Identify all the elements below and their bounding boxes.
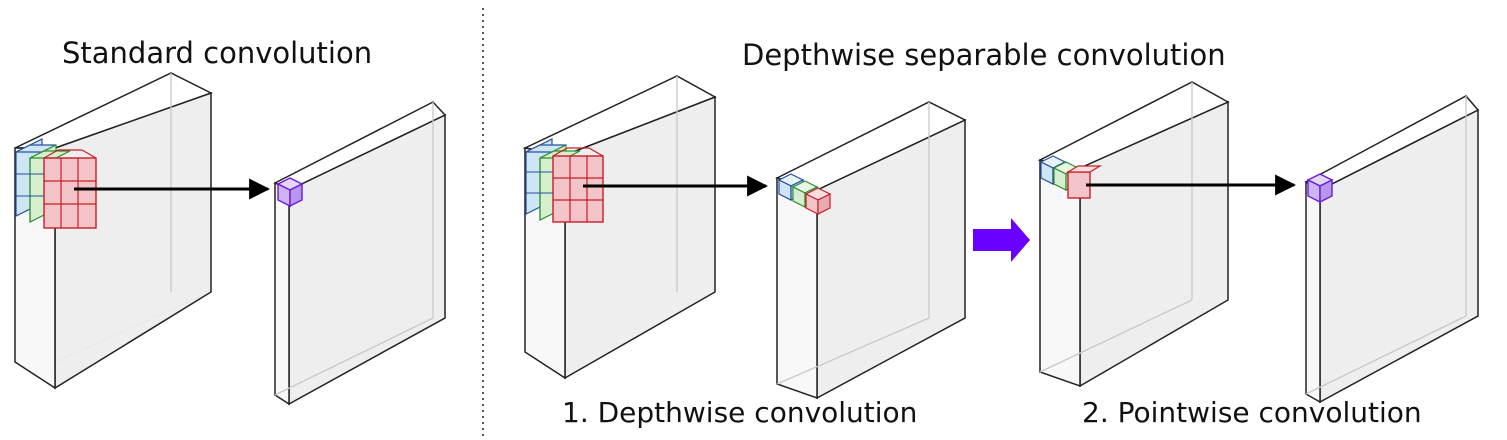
- output-cube-standard: [276, 177, 304, 208]
- kernel-3x3x3-depthwise: [525, 138, 604, 223]
- channel-cubes-depthwise: [777, 173, 832, 215]
- output-volume-standard: [273, 101, 447, 406]
- step-arrow-icon: [973, 218, 1030, 262]
- output-cube-pointwise: [1306, 173, 1334, 204]
- caption-depthwise-convolution: 1. Depthwise convolution: [562, 396, 918, 429]
- title-depthwise-separable-convolution: Depthwise separable convolution: [742, 38, 1226, 72]
- intermediate-volume-depthwise: [774, 101, 967, 400]
- kernel-1x1x3-pointwise: [1039, 155, 1103, 199]
- title-standard-convolution: Standard convolution: [62, 36, 373, 70]
- input-volume-depthwise: [522, 75, 717, 380]
- input-volume-pointwise: [1037, 81, 1230, 388]
- input-volume-standard: [14, 72, 213, 390]
- output-volume-pointwise: [1304, 95, 1480, 404]
- caption-pointwise-convolution: 2. Pointwise convolution: [1082, 396, 1422, 429]
- kernel-3x3x3-standard: [15, 138, 97, 229]
